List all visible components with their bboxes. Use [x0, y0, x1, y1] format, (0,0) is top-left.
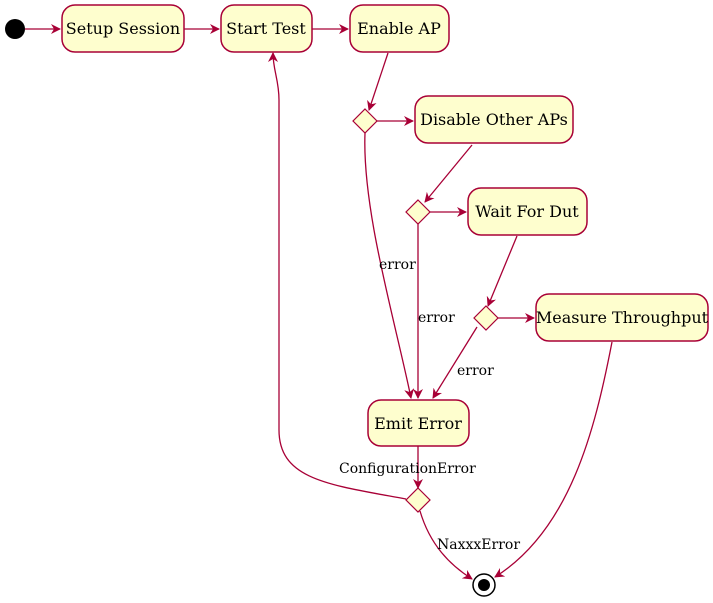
node-wait-for-dut: Wait For Dut: [467, 187, 588, 236]
node-setup-session: Setup Session: [61, 4, 185, 53]
edge-configuration-error-loop: [268, 52, 407, 500]
edge-enable-ap-to-decision-1: [367, 52, 389, 111]
edge-label-error-3: error: [457, 363, 494, 379]
edge-label-naxxx-error: NaxxxError: [437, 537, 520, 553]
decision-disable-other-aps: [405, 199, 431, 225]
decision-emit-error: [405, 487, 431, 513]
edge-naxxx-error: [419, 510, 473, 580]
edge-disable-to-decision-2: [424, 144, 473, 203]
edges: [25, 24, 613, 580]
edge-label-error-2: error: [418, 310, 455, 326]
node-start-test-label: Start Test: [226, 19, 306, 38]
edge-wait-to-decision-3: [486, 235, 518, 307]
edge-measure-to-end: [494, 341, 613, 578]
node-measure-throughput: Measure Throughput: [535, 293, 709, 342]
decisions: [352, 108, 499, 513]
node-start-test: Start Test: [220, 4, 313, 53]
start-node: [5, 19, 25, 39]
decision-enable-ap: [352, 108, 378, 134]
node-enable-ap-label: Enable AP: [357, 19, 441, 38]
node-setup-session-label: Setup Session: [66, 19, 180, 38]
node-disable-other-aps-label: Disable Other APs: [420, 110, 568, 129]
node-wait-for-dut-label: Wait For Dut: [475, 202, 579, 221]
edge-label-error-1: error: [379, 257, 416, 273]
node-disable-other-aps: Disable Other APs: [414, 95, 574, 144]
edge-decision-3-error: [432, 326, 478, 399]
node-emit-error: Emit Error: [367, 399, 470, 447]
decision-wait-for-dut: [473, 305, 499, 331]
node-enable-ap: Enable AP: [349, 4, 450, 53]
node-emit-error-label: Emit Error: [374, 414, 462, 433]
node-measure-throughput-label: Measure Throughput: [536, 308, 709, 327]
edge-decision-1-error: [364, 132, 415, 399]
end-node: [472, 573, 496, 597]
edge-label-configuration-error: ConfigurationError: [339, 461, 476, 477]
